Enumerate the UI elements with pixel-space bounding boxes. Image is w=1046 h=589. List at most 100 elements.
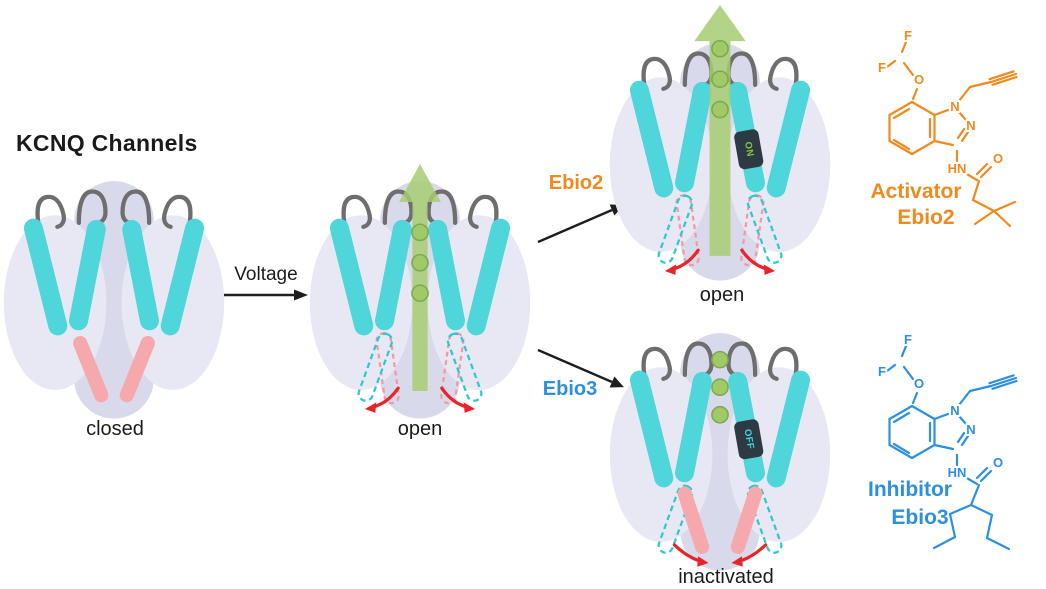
inhibitor-role-label: Inhibitor	[868, 478, 952, 501]
bond	[948, 512, 957, 539]
activator-role-label: Activator	[870, 180, 962, 203]
bond	[932, 535, 957, 550]
bound-drug-band: OFF	[734, 419, 764, 460]
bound-drug-band: ON	[734, 129, 764, 170]
atom-label: F	[904, 28, 912, 43]
voltage-arrow	[224, 289, 308, 301]
bond	[888, 139, 914, 156]
bond	[985, 513, 994, 540]
atom-label: F	[904, 332, 912, 347]
bond	[971, 179, 981, 202]
bond	[988, 70, 1015, 81]
atom-label: O	[993, 455, 1003, 470]
bond	[911, 87, 919, 101]
turret-loop-icon	[76, 189, 108, 225]
bond	[910, 139, 936, 156]
transmembrane-helix	[375, 219, 412, 331]
bond	[960, 130, 970, 143]
transmembrane-helix	[466, 218, 511, 336]
bond	[957, 85, 972, 103]
channel-diagram-open	[309, 163, 531, 419]
bond	[910, 404, 936, 421]
transmembrane-helix	[23, 218, 68, 336]
transmembrane-helix	[428, 219, 465, 331]
transmembrane-helix	[69, 219, 106, 331]
bond	[902, 365, 915, 381]
bond	[910, 100, 936, 117]
bond	[988, 374, 1015, 385]
transmembrane-helix	[675, 371, 712, 483]
potassium-ion-icon	[711, 405, 729, 424]
bond	[902, 61, 915, 77]
channel-diagram-inactivated: OFF	[609, 333, 831, 571]
gate-helix-open-outline	[746, 484, 783, 554]
gate-helix-closed	[119, 336, 155, 403]
gate-helix-inactivated	[730, 486, 763, 554]
transmembrane-helix	[675, 81, 712, 193]
gate-helix-open-outline	[657, 484, 694, 554]
bond	[963, 171, 979, 182]
atom-label: N	[966, 118, 975, 133]
bond	[969, 503, 994, 517]
bond	[991, 379, 1018, 390]
potassium-ion-icon	[711, 100, 729, 119]
ion-flow-arrow	[399, 163, 441, 391]
ebio2-arrow-label: Ebio2	[548, 172, 604, 194]
drug-band-label: ON	[742, 141, 755, 158]
bond	[956, 431, 966, 444]
bond	[968, 384, 993, 393]
bond	[969, 483, 981, 507]
bond	[892, 442, 911, 455]
bond	[933, 443, 955, 451]
atom-label: N	[950, 403, 959, 418]
bond	[968, 80, 993, 89]
turret-loop-icon	[467, 194, 499, 233]
turret-loop-icon	[120, 189, 152, 225]
bond	[992, 209, 1012, 228]
atom-label: N	[950, 99, 959, 114]
state-label-open: open	[397, 418, 443, 440]
turret-loop-icon	[726, 51, 758, 87]
bond	[991, 75, 1018, 86]
bond	[910, 443, 936, 460]
inhibitor-name-label: Ebio3	[891, 506, 949, 529]
bond	[911, 391, 919, 405]
transmembrane-helix	[160, 218, 205, 336]
figure-title: KCNQ Channels	[16, 130, 198, 156]
ebio2-arrow-shaft	[537, 208, 613, 244]
atom-label: HN	[948, 465, 967, 480]
potassium-ion-icon	[411, 284, 429, 302]
gate-motion-arrowhead-icon	[697, 556, 709, 567]
bond	[985, 536, 1011, 551]
gate-motion-arrowhead-icon	[463, 402, 476, 413]
gate-helix-open-outline	[446, 332, 483, 402]
gate-motion-arrowhead-icon	[763, 264, 776, 275]
drug-band-body	[734, 419, 764, 460]
ion-flow-arrow	[694, 5, 746, 256]
potassium-ion-icon	[711, 378, 729, 397]
turret-loop-icon	[641, 346, 673, 385]
bond	[975, 162, 989, 176]
gate-helix-open-outline	[746, 194, 783, 264]
bond	[900, 40, 908, 54]
turret-loop-icon	[161, 194, 193, 233]
bond	[975, 466, 989, 480]
state-label-closed: closed	[86, 418, 144, 440]
atom-label: O	[993, 151, 1003, 166]
bond	[956, 127, 966, 140]
bond	[892, 411, 911, 424]
bond	[979, 165, 993, 179]
channel-diagram-closed	[3, 181, 225, 419]
gate-helix-open-outline	[657, 194, 694, 264]
turret-loop-icon	[767, 56, 799, 95]
transmembrane-helix	[766, 370, 811, 488]
voltage-arrowhead-icon	[294, 289, 308, 301]
atom-label: O	[914, 376, 924, 391]
turret-loop-icon	[35, 194, 67, 233]
gate-helix-inactivated	[677, 486, 710, 554]
atom-label: O	[914, 72, 924, 87]
